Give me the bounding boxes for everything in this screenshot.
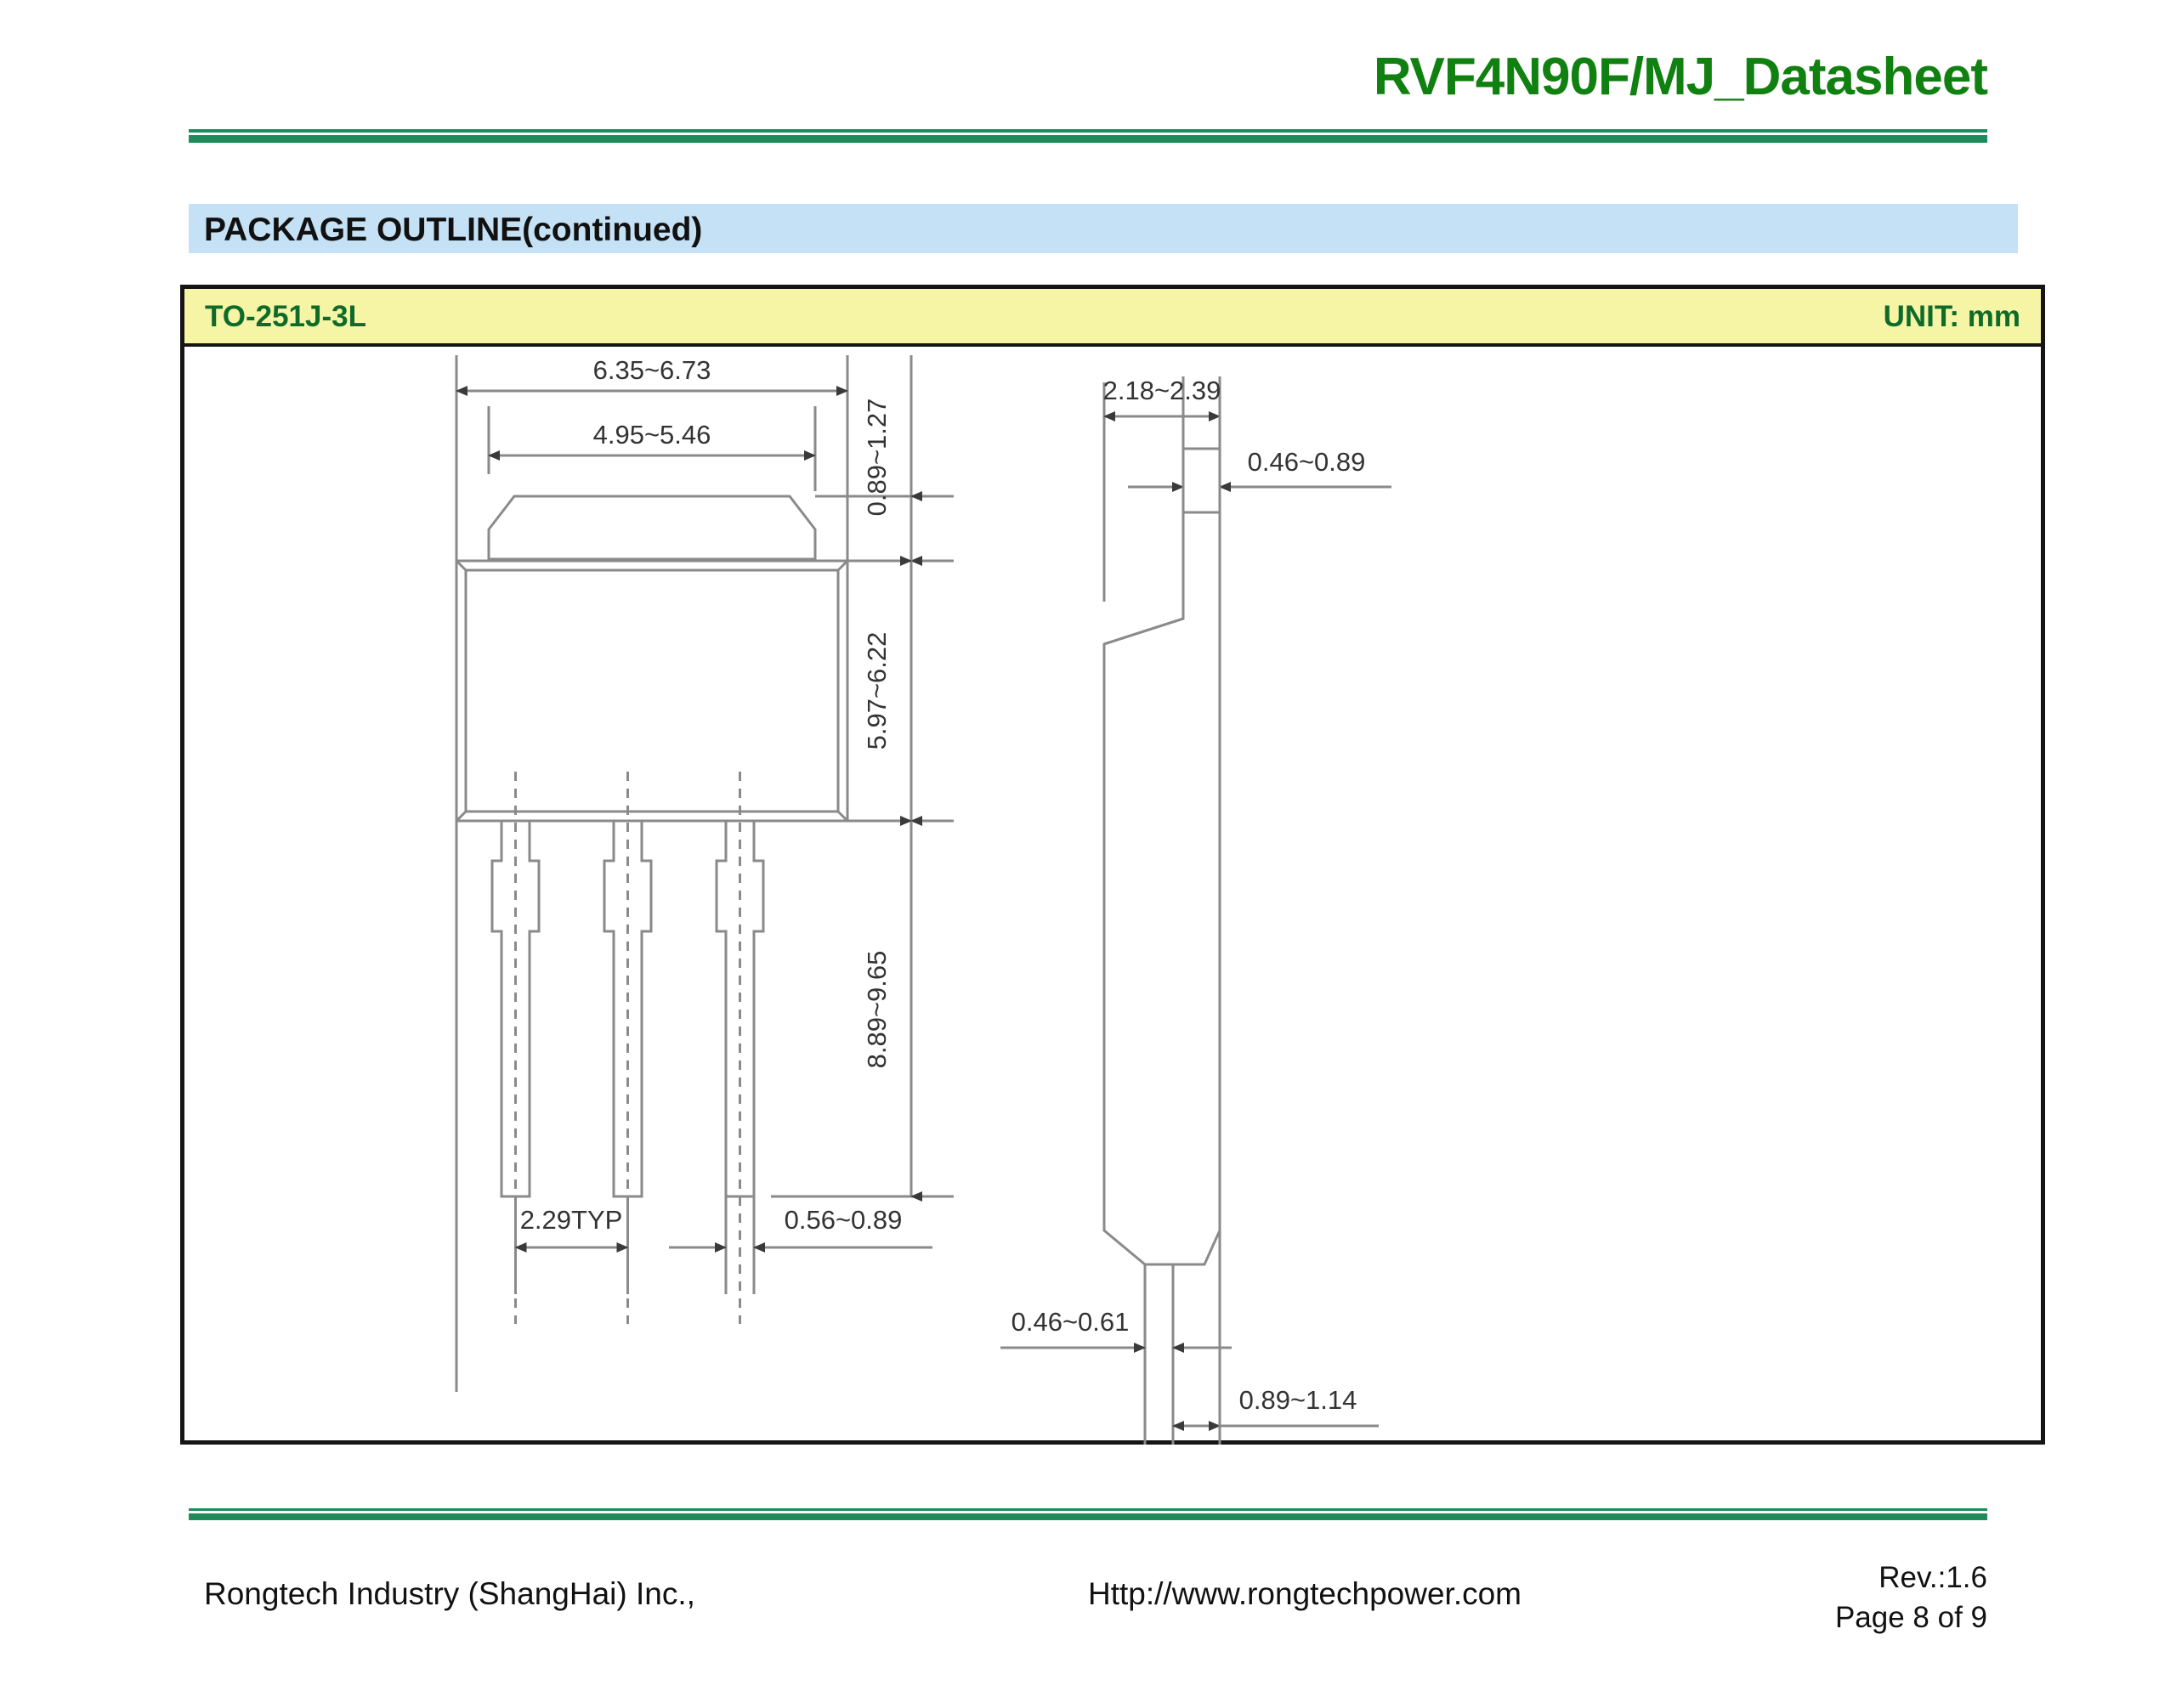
header-rule-thin xyxy=(189,129,1987,133)
package-drawing-area: 6.35~6.73 4.95~5.46 0.89~1.27 5.97~6.22 … xyxy=(184,347,2041,1445)
dim-label-lead-width: 0.56~0.89 xyxy=(785,1205,903,1235)
header-rule-thick xyxy=(189,135,1987,143)
header-rule-gap xyxy=(189,133,1987,135)
footer-revision: Rev.:1.6 xyxy=(1878,1561,1987,1594)
package-header-bar: TO-251J-3L UNIT: mm xyxy=(184,289,2041,347)
dim-label-tab-width: 4.95~5.46 xyxy=(593,420,711,450)
footer-rule-thin xyxy=(189,1508,1987,1511)
footer-revision-block: Rev.:1.6 Page 8 of 9 xyxy=(1835,1558,1987,1638)
dim-label-body-depth: 2.18~2.39 xyxy=(1103,376,1221,405)
footer-rule-thick xyxy=(189,1513,1987,1520)
dim-label-lead-thickness: 0.46~0.61 xyxy=(1012,1307,1130,1337)
dim-label-body-height: 5.97~6.22 xyxy=(862,632,892,750)
footer-website-url[interactable]: Http://www.rongtechpower.com xyxy=(1088,1576,1522,1611)
package-name-label: TO-251J-3L xyxy=(205,300,366,333)
package-outline-frame: TO-251J-3L UNIT: mm xyxy=(180,285,2045,1445)
package-outline-drawing: 6.35~6.73 4.95~5.46 0.89~1.27 5.97~6.22 … xyxy=(455,355,1391,1445)
footer-company-name: Rongtech Industry (ShangHai) Inc., xyxy=(204,1576,695,1611)
footer-divider-rule xyxy=(189,1508,1987,1520)
footer-page-number: Page 8 of 9 xyxy=(1834,1601,1987,1635)
dim-label-lead-pitch: 2.29TYP xyxy=(520,1205,623,1235)
package-unit-label: UNIT: mm xyxy=(1883,300,2020,333)
dim-label-lead-length: 8.89~9.65 xyxy=(862,951,892,1069)
footer-rule-gap xyxy=(189,1511,1987,1513)
page-title: RVF4N90F/MJ_Datasheet xyxy=(1373,48,1988,106)
section-header-band: PACKAGE OUTLINE(continued) xyxy=(189,204,2018,253)
dim-label-tab-thickness: 0.89~1.27 xyxy=(862,399,892,517)
section-header-label: PACKAGE OUTLINE(continued) xyxy=(204,212,703,248)
dim-label-lead-offset: 0.89~1.14 xyxy=(1239,1385,1357,1415)
dim-label-body-width-overall: 6.35~6.73 xyxy=(593,355,711,385)
dim-label-tab-step: 0.46~0.89 xyxy=(1248,447,1366,477)
header-divider-rule xyxy=(189,129,1987,143)
